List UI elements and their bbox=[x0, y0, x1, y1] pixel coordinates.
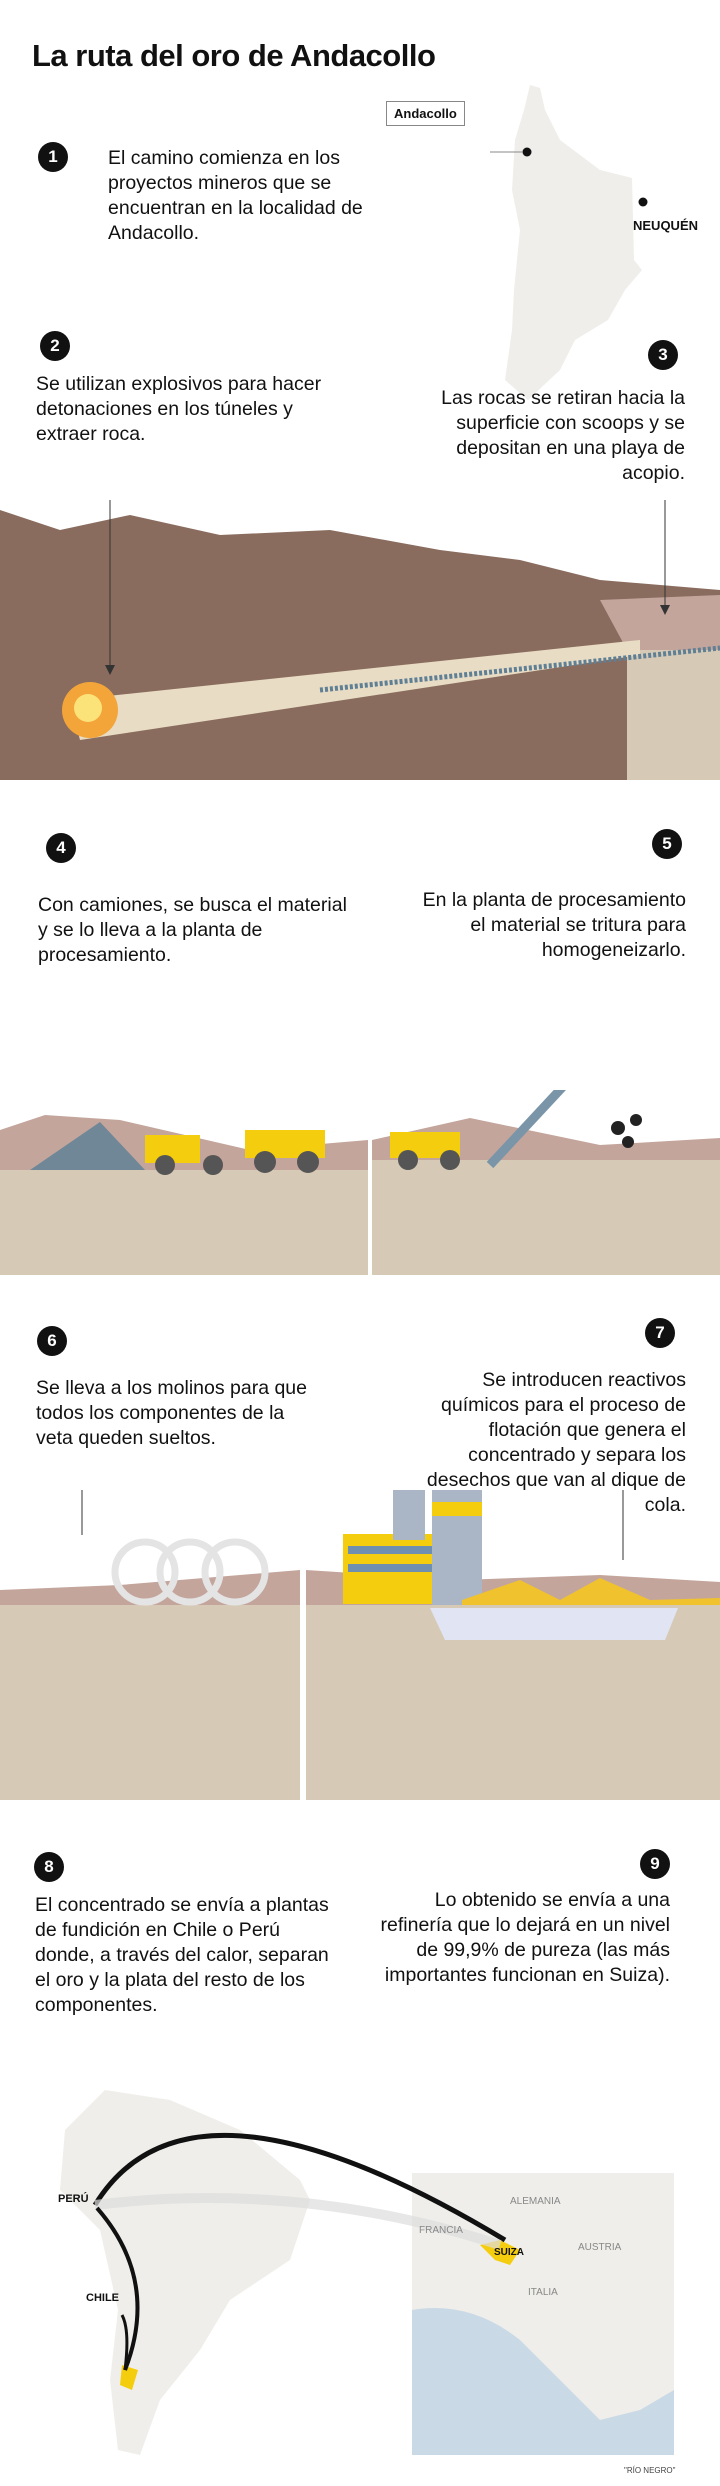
alemania-label: ALEMANIA bbox=[510, 2196, 561, 2207]
step-2-text: Se utilizan explosivos para hacer detona… bbox=[36, 373, 322, 445]
step-2-badge: 2 bbox=[40, 331, 70, 361]
mills-flotation-scene bbox=[0, 1490, 720, 1800]
tunnel-scene bbox=[0, 500, 720, 780]
credit: "RÍO NEGRO" bbox=[624, 2466, 676, 2475]
neuquen-label: NEUQUÉN bbox=[633, 218, 699, 233]
truck-processing-scene bbox=[0, 1090, 720, 1275]
francia-label: FRANCIA bbox=[419, 2225, 463, 2236]
step-6-badge: 6 bbox=[37, 1326, 67, 1356]
step-7-text: Se introducen reactivos químicos para el… bbox=[426, 1369, 686, 1516]
page-title: La ruta del oro de Andacollo bbox=[32, 38, 436, 73]
step-5-badge: 5 bbox=[652, 829, 682, 859]
step-4-text: Con camiones, se busca el material y se … bbox=[38, 894, 347, 966]
neuquen-locator-map bbox=[490, 85, 648, 400]
step-8-text: El concentrado se envía a plantas de fun… bbox=[35, 1894, 329, 2016]
step-3-text: Las rocas se retiran hacia la superficie… bbox=[441, 387, 685, 484]
step-4-badge: 4 bbox=[46, 833, 76, 863]
andacollo-label: Andacollo bbox=[386, 101, 465, 126]
italia-label: ITALIA bbox=[528, 2287, 558, 2298]
step-3-badge: 3 bbox=[648, 340, 678, 370]
peru-label: PERÚ bbox=[58, 2193, 89, 2205]
chile-label: CHILE bbox=[86, 2292, 119, 2304]
step-8-badge: 8 bbox=[34, 1852, 64, 1882]
step-5-text: En la planta de procesamiento el materia… bbox=[422, 889, 686, 961]
step-6-text: Se lleva a los molinos para que todos lo… bbox=[36, 1377, 307, 1449]
step-9-badge: 9 bbox=[640, 1849, 670, 1879]
step-9-text: Lo obtenido se envía a una refinería que… bbox=[380, 1889, 670, 1986]
step-1-badge: 1 bbox=[38, 142, 68, 172]
step-1-text: El camino comienza en los proyectos mine… bbox=[108, 147, 363, 244]
austria-label: AUSTRIA bbox=[578, 2242, 622, 2253]
route-map bbox=[60, 2090, 674, 2455]
suiza-label: SUIZA bbox=[494, 2247, 524, 2258]
step-7-badge: 7 bbox=[645, 1318, 675, 1348]
